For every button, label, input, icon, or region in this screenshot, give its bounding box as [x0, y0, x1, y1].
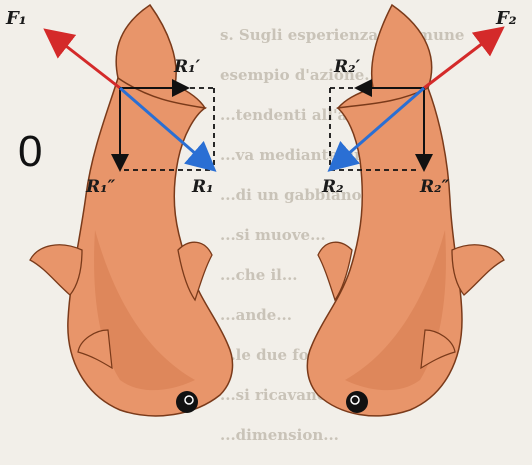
- label-f2: F₂: [495, 8, 517, 29]
- label-r1-prime: R₁′: [173, 57, 201, 77]
- left-fish: [30, 5, 233, 416]
- label-f1: F₁: [5, 8, 27, 29]
- label-r2-prime: R₂′: [333, 57, 361, 77]
- background-text-line: ...ande...: [220, 306, 292, 324]
- background-text-line: s. Sugli esperienza è comune: [220, 26, 464, 44]
- background-text-line: ...si muove...: [220, 226, 326, 244]
- force-f1-arrow: [48, 32, 120, 88]
- background-text-line: ...dimension...: [220, 426, 339, 444]
- background-text-line: ...che il...: [220, 266, 298, 284]
- label-r2: R₂: [321, 177, 344, 197]
- left-fish-eye: [176, 391, 198, 413]
- overlay-digit: 0: [18, 127, 42, 176]
- right-fish-eye: [346, 391, 368, 413]
- background-text-line: ...va mediante un...: [220, 146, 381, 164]
- label-r1: R₁: [191, 177, 214, 197]
- label-r2-double-prime: R₂″: [419, 177, 450, 197]
- background-text-line: ...di un gabbiano...: [220, 186, 377, 204]
- label-r1-double-prime: R₁″: [85, 177, 116, 197]
